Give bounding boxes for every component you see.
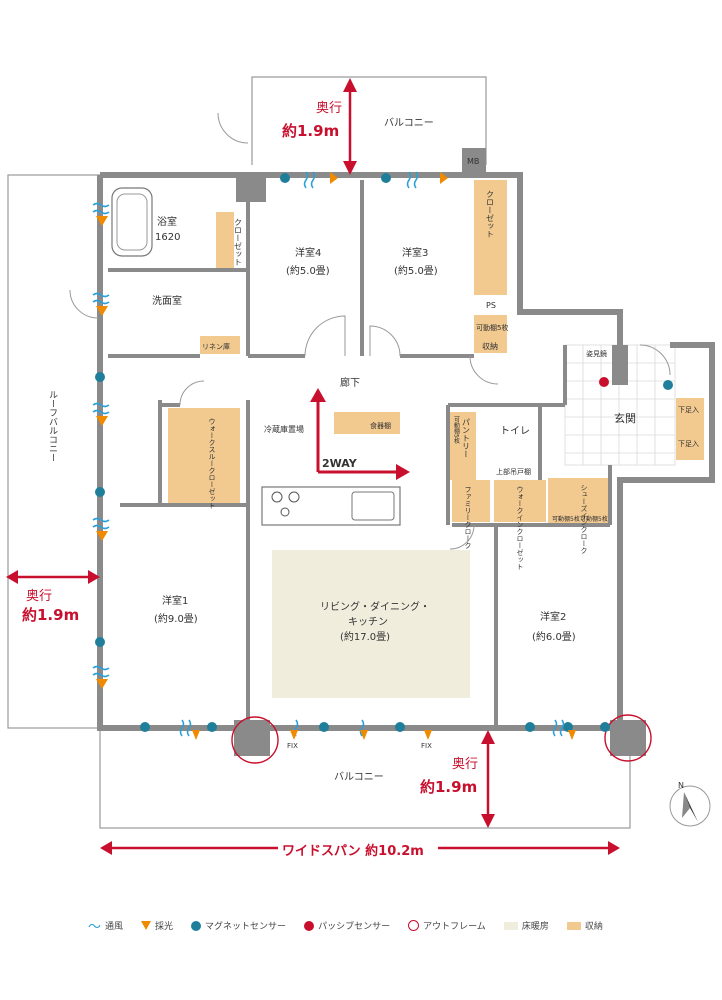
wave-icon: 〜 xyxy=(88,920,102,935)
roof-balcony-label: ルーフバルコニー xyxy=(47,390,58,462)
two-way-arrow xyxy=(310,388,410,480)
room1-size: (約9.0畳) xyxy=(154,612,198,625)
kitchen-counter xyxy=(261,486,401,526)
outframe-marker-right xyxy=(604,714,652,762)
room4-label: 洋室4 xyxy=(295,246,321,259)
dish-label: 食器棚 xyxy=(370,421,391,430)
ldk-label-1: リビング・ダイニング・ xyxy=(320,600,430,613)
wall-blocks xyxy=(234,148,646,756)
linen-label: リネン庫 xyxy=(202,342,230,351)
pantry-shelf-label: 可動棚5枚 xyxy=(453,416,460,445)
dim-bottom-value: 約1.9m xyxy=(420,778,477,796)
balcony-bottom-label: バルコニー xyxy=(334,771,384,783)
compass-icon xyxy=(669,785,711,827)
legend-label: マグネットセンサー xyxy=(205,922,287,932)
fridge-label: 冷蔵庫置場 xyxy=(264,424,304,434)
span-label-bg xyxy=(278,841,438,857)
wind-waves xyxy=(92,171,565,737)
legend-item-storage: 収納 xyxy=(566,919,603,932)
light-markers xyxy=(96,172,576,740)
walk-in-label: ウォークインクローゼット xyxy=(516,486,524,570)
room1-label: 洋室1 xyxy=(162,594,188,607)
light-icon xyxy=(141,921,152,930)
top-balcony-outline xyxy=(251,76,487,165)
washroom-label: 洗面室 xyxy=(152,294,182,307)
walk-through-label: ウォークスルークローゼット xyxy=(208,418,216,509)
pantry-label: パントリー xyxy=(462,418,471,458)
north-label: N xyxy=(678,781,684,790)
ldk-label-2: キッチン xyxy=(348,616,388,628)
legend-item-floorheat: 床暖房 xyxy=(503,919,549,932)
legend-item-light: 採光 xyxy=(141,919,173,932)
upper-cabinet-label: 上部吊戸棚 xyxy=(496,467,531,476)
legend-item-outframe: アウトフレーム xyxy=(408,919,486,932)
two-way-label: 2WAY xyxy=(322,457,358,470)
passive-sensor-icon xyxy=(304,920,315,931)
room3-size: (約5.0畳) xyxy=(394,264,438,277)
bath-label: 浴室 xyxy=(157,215,177,228)
legend-label: 収納 xyxy=(584,922,603,932)
kitchen-sink xyxy=(351,491,395,521)
dim-left-value: 約1.9m xyxy=(22,606,79,624)
dim-bottom-label: 奥行 xyxy=(452,757,478,772)
legend: 〜 通風 採光 マグネットセンサー パッシブセンサー アウトフレーム 床暖房 収… xyxy=(88,916,603,935)
storage-label: 収納 xyxy=(482,341,498,351)
cooktop xyxy=(271,491,300,517)
shoe-box1-label: 下足入 xyxy=(678,406,699,414)
storage-swatch xyxy=(566,921,581,930)
exterior-walls xyxy=(97,172,715,731)
ps-label: PS xyxy=(486,301,496,310)
outframe-marker-left xyxy=(231,716,279,764)
interior-walls xyxy=(108,175,612,728)
legend-label: アウトフレーム xyxy=(423,922,486,932)
shoe-shelf2-label: 可動棚5枚 xyxy=(580,515,608,523)
entrance-label: 玄関 xyxy=(614,411,636,425)
toilet-label: トイレ xyxy=(500,426,530,437)
dim-top-value: 約1.9m xyxy=(282,122,339,140)
floor-heat-swatch xyxy=(503,921,518,930)
magnet-sensors xyxy=(95,173,673,732)
legend-item-passive: パッシブセンサー xyxy=(304,919,390,932)
fix-label-left: FIX xyxy=(287,742,298,750)
legend-item-magnet: マグネットセンサー xyxy=(191,919,286,932)
room2-label: 洋室2 xyxy=(540,610,566,623)
outframe-icon xyxy=(408,920,420,931)
legend-label: 採光 xyxy=(155,922,174,932)
magnet-sensor-icon xyxy=(191,920,202,931)
shoe-box2-label: 下足入 xyxy=(678,440,699,448)
room4-size: (約5.0畳) xyxy=(286,264,330,277)
closet-label-room3: クローゼット xyxy=(486,190,495,238)
dim-left-label: 奥行 xyxy=(26,589,52,604)
room3-label: 洋室3 xyxy=(402,246,428,259)
bath-size: 1620 xyxy=(155,232,180,243)
bathtub xyxy=(111,187,153,257)
balcony-top-label: バルコニー xyxy=(384,117,434,129)
family-cloak-label: ファミリークローク xyxy=(464,486,472,549)
closet-label-bath: クローゼット xyxy=(234,218,243,266)
ldk-size: (約17.0畳) xyxy=(340,630,390,643)
shoe-shelf1-label: 可動棚5枚 xyxy=(552,515,580,523)
fix-label-right: FIX xyxy=(421,742,432,750)
mb-label: MB xyxy=(467,157,479,166)
bathtub-inner xyxy=(116,193,148,251)
legend-label: 通風 xyxy=(105,922,124,932)
span-label: ワイドスパン 約10.2m xyxy=(282,843,424,859)
floor-heat-area xyxy=(272,550,470,698)
shelf-label: 可動棚5枚 xyxy=(476,323,508,332)
legend-label: 床暖房 xyxy=(521,922,549,932)
door-swings xyxy=(69,112,671,550)
room2-size: (約6.0畳) xyxy=(532,630,576,643)
storage-fills xyxy=(168,180,704,526)
legend-item-wind: 〜 通風 xyxy=(88,916,123,935)
mirror-label: 姿見鏡 xyxy=(586,349,607,358)
shoe-in-label: シューズインクローク xyxy=(580,484,588,554)
dim-top-label: 奥行 xyxy=(316,101,342,116)
legend-label: パッシブセンサー xyxy=(318,922,391,932)
hall-label: 廊下 xyxy=(340,376,360,389)
